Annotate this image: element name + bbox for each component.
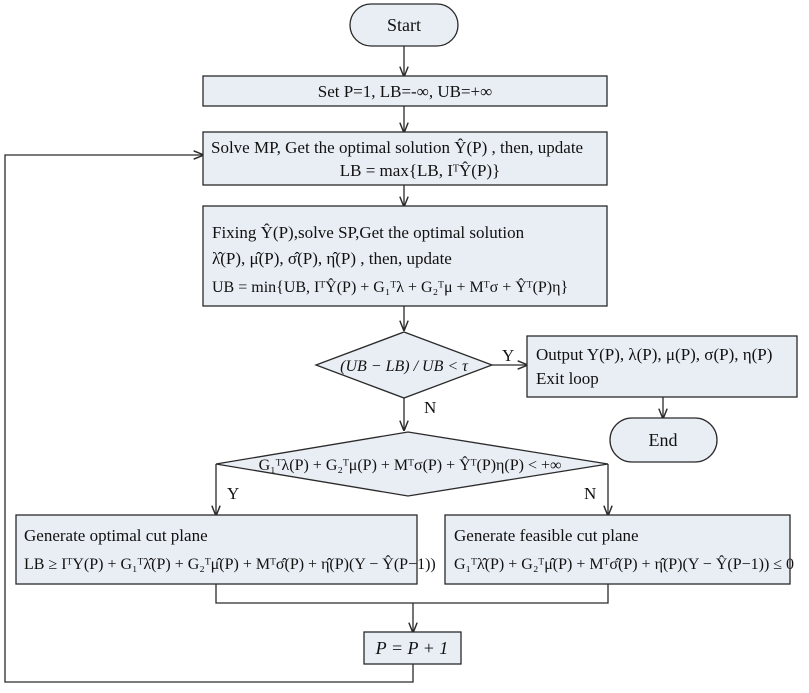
solve-mp-line2: LB = max{LB, IᵀŶ(P)} (340, 161, 501, 180)
output-line1: Output Y(P), λ(P), μ(P), σ(P), η(P) (536, 345, 772, 364)
increment-label: P = P + 1 (375, 638, 449, 658)
optimal-cut-formula: LB ≥ IᵀY(P) + G₁ᵀλ̂(P) + G₂ᵀμ̂(P) + Mᵀσ̂… (24, 554, 436, 573)
convergence-yes-label: Y (502, 346, 514, 365)
feasible-cut-title: Generate feasible cut plane (454, 526, 639, 545)
init-box: Set P=1, LB=-∞, UB=+∞ (202, 75, 608, 107)
end-label: End (649, 430, 678, 450)
feasibility-decision: G₁ᵀλ(P) + G₂ᵀμ(P) + Mᵀσ(P) + Ŷᵀ(P)η(P) <… (215, 431, 609, 497)
connectors (4, 46, 663, 683)
output-line2: Exit loop (536, 369, 599, 388)
feasible-cut-formula: G₁ᵀλ̂(P) + G₂ᵀμ̂(P) + Mᵀσ̂(P) + η̂(P)(Y … (454, 554, 794, 573)
optimal-cut-box: Generate optimal cut plane LB ≥ IᵀY(P) +… (15, 514, 436, 585)
feasibility-condition: G₁ᵀλ(P) + G₂ᵀμ(P) + Mᵀσ(P) + Ŷᵀ(P)η(P) <… (259, 455, 562, 474)
init-label: Set P=1, LB=-∞, UB=+∞ (318, 82, 493, 101)
feasibility-yes-label: Y (227, 484, 239, 503)
solve-mp-line1: Solve MP, Get the optimal solution Ŷ(P) … (211, 138, 583, 157)
solve-sp-line2: λ̂(P), μ̂(P), σ̂(P), η̂(P) , then, updat… (212, 249, 452, 268)
start-label: Start (387, 15, 421, 35)
solve-sp-box: Fixing Ŷ(P),solve SP,Get the optimal sol… (202, 205, 608, 307)
convergence-no-label: N (424, 398, 436, 417)
optimal-cut-title: Generate optimal cut plane (24, 526, 208, 545)
feasibility-no-label: N (584, 484, 596, 503)
convergence-decision: (UB − LB) / UB < τ (314, 331, 494, 399)
end-node: End (609, 417, 718, 463)
edge-cuts-merge (215, 584, 609, 604)
output-box: Output Y(P), λ(P), μ(P), σ(P), η(P) Exit… (526, 335, 798, 398)
increment-box: P = P + 1 (363, 631, 462, 665)
feasible-cut-box: Generate feasible cut plane G₁ᵀλ̂(P) + G… (444, 514, 794, 585)
solve-sp-line3: UB = min{UB, IᵀŶ(P) + G₁ᵀλ + G₂ᵀμ + Mᵀσ … (212, 277, 568, 296)
convergence-condition: (UB − LB) / UB < τ (340, 358, 469, 375)
solve-sp-line1: Fixing Ŷ(P),solve SP,Get the optimal sol… (212, 223, 525, 242)
solve-mp-box: Solve MP, Get the optimal solution Ŷ(P) … (202, 131, 608, 186)
start-node: Start (349, 3, 459, 47)
edge-loop-back (4, 155, 414, 683)
